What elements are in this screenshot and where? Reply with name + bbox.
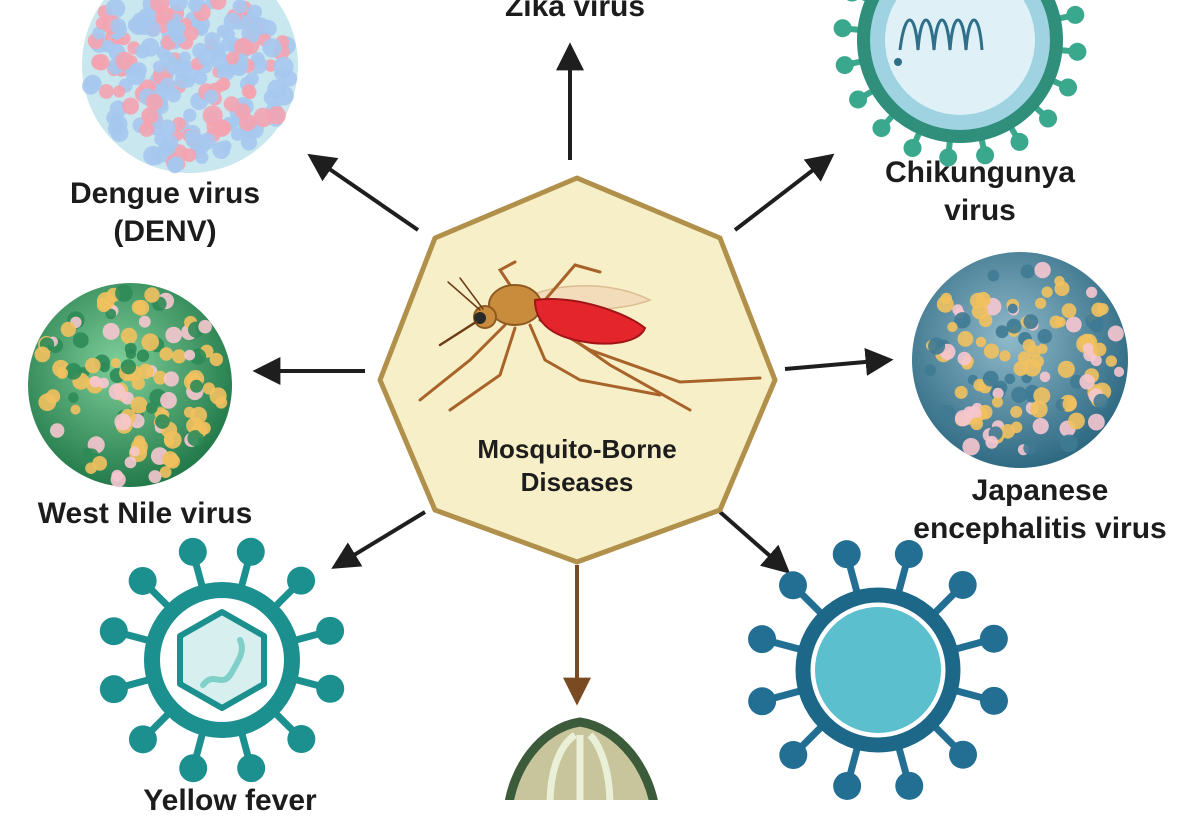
bottom-virus-icon	[504, 717, 658, 800]
arrow-japanese-encephalitis	[784, 348, 894, 376]
label-dengue-virus: Dengue virus (DENV)	[69, 177, 261, 248]
dengue-virus-icon	[82, 0, 298, 174]
center-heptagon	[377, 175, 778, 565]
japanese-encephalitis-virus-icon	[912, 252, 1128, 468]
label-japanese-encephalitis-virus: Japanese encephalitis virus	[913, 474, 1167, 545]
label-zika-virus: Zika virus	[504, 0, 646, 23]
chikungunya-virus-icon	[833, 0, 1087, 167]
label-center-title: Mosquito-Borne Diseases	[477, 434, 677, 497]
diagram-canvas	[28, 0, 1128, 800]
arrow-chikungunya	[733, 153, 835, 232]
arrow-dengue	[307, 153, 420, 232]
mosquito-icon	[418, 260, 762, 412]
label-chikungunya-virus: Chikungunya virus	[884, 156, 1075, 227]
bottom-right-virus-icon	[748, 540, 1008, 800]
yellow-fever-virus-icon	[99, 537, 345, 783]
arrows	[252, 42, 894, 706]
arrow-yellow-fever	[331, 510, 427, 569]
arrow-bottom-right	[718, 510, 791, 574]
label-yellow-fever-virus: Yellow fever	[143, 784, 317, 817]
west-nile-virus-icon	[28, 283, 232, 488]
label-west-nile-virus: West Nile virus	[37, 497, 253, 530]
